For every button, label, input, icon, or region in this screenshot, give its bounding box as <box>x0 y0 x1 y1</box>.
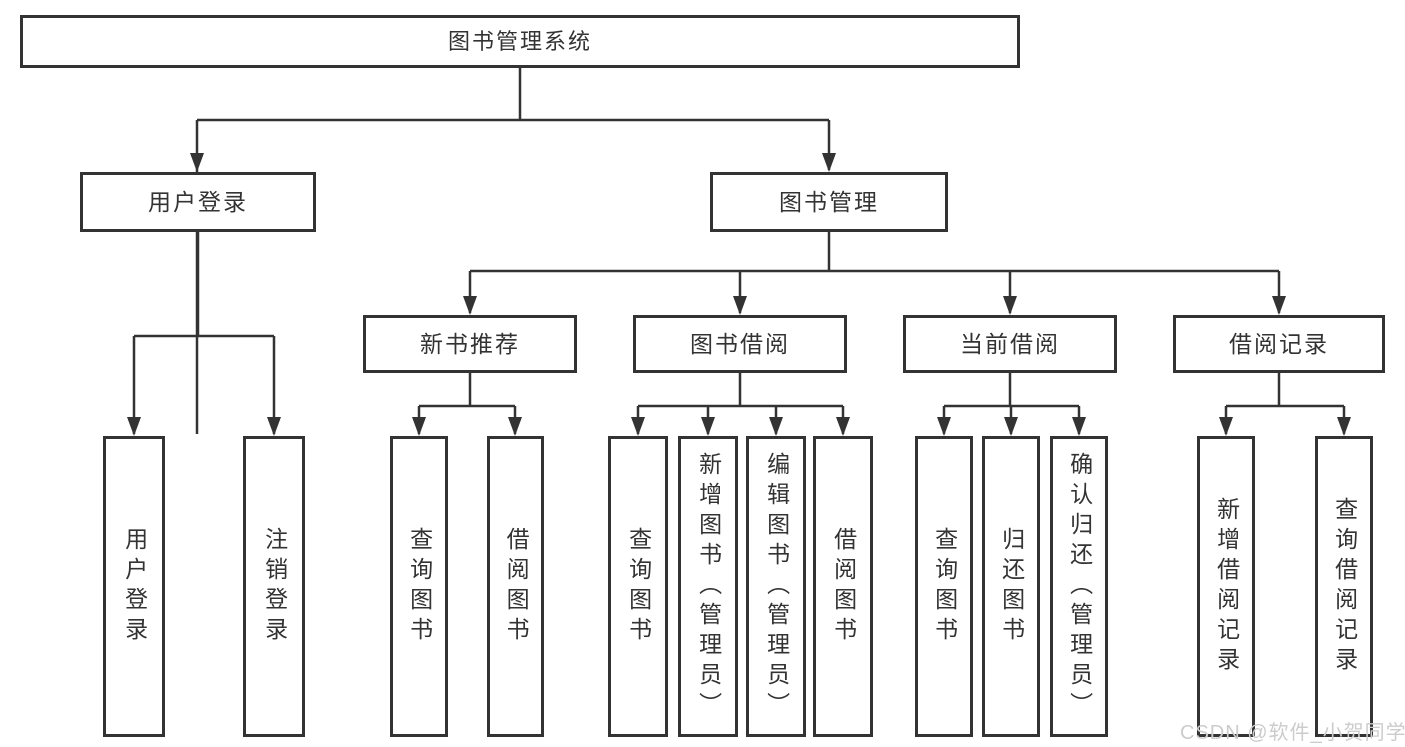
node-label: 查询图书 <box>406 526 433 647</box>
node-label: 用户登录 <box>148 188 248 215</box>
leaf-add-borrow-record: 新增借阅记录 <box>1197 436 1255 737</box>
node-new-book-recommend: 新书推荐 <box>363 315 577 373</box>
node-label: 图书管理系统 <box>447 28 592 54</box>
leaf-borrow-books-recommend: 借阅图书 <box>487 436 544 737</box>
node-book-borrow: 图书借阅 <box>633 315 847 373</box>
node-label: 图书借阅 <box>690 330 790 357</box>
node-label: 借阅图书 <box>830 526 857 647</box>
leaf-user-login: 用户登录 <box>103 436 165 737</box>
node-user-login: 用户登录 <box>80 172 316 232</box>
node-library-management-system: 图书管理系统 <box>20 15 1020 68</box>
node-label: 借阅记录 <box>1229 330 1329 357</box>
leaf-query-borrow-record: 查询借阅记录 <box>1315 436 1373 737</box>
node-book-management: 图书管理 <box>710 172 948 232</box>
node-label: 查询图书 <box>931 526 958 647</box>
leaf-edit-book-admin: 编辑图书（管理员） <box>746 436 806 737</box>
leaf-query-books-recommend: 查询图书 <box>390 436 448 737</box>
node-label: 确认归还（管理员） <box>1066 451 1093 722</box>
node-label: 注销登录 <box>261 526 288 647</box>
leaf-logout: 注销登录 <box>243 436 305 737</box>
node-current-borrow: 当前借阅 <box>903 315 1117 373</box>
node-label: 编辑图书（管理员） <box>763 451 790 722</box>
node-label: 新增借阅记录 <box>1213 496 1240 677</box>
node-label: 当前借阅 <box>960 330 1060 357</box>
leaf-add-book-admin: 新增图书（管理员） <box>678 436 738 737</box>
node-label: 查询图书 <box>625 526 652 647</box>
node-label: 借阅图书 <box>503 526 530 647</box>
node-label: 查询借阅记录 <box>1331 496 1358 677</box>
leaf-query-books-borrow: 查询图书 <box>608 436 668 737</box>
leaf-borrow-books: 借阅图书 <box>813 436 873 737</box>
csdn-watermark: CSDN @软件_小贺同学 <box>1180 722 1405 744</box>
node-label: 归还图书 <box>998 526 1025 647</box>
leaf-confirm-return-admin: 确认归还（管理员） <box>1050 436 1108 737</box>
leaf-query-books-current: 查询图书 <box>915 436 973 737</box>
node-label: 图书管理 <box>779 188 879 215</box>
node-label: 新增图书（管理员） <box>695 451 722 722</box>
node-label: 用户登录 <box>121 526 148 647</box>
node-label: 新书推荐 <box>420 330 520 357</box>
leaf-return-book: 归还图书 <box>982 436 1040 737</box>
node-borrow-records: 借阅记录 <box>1173 315 1385 373</box>
